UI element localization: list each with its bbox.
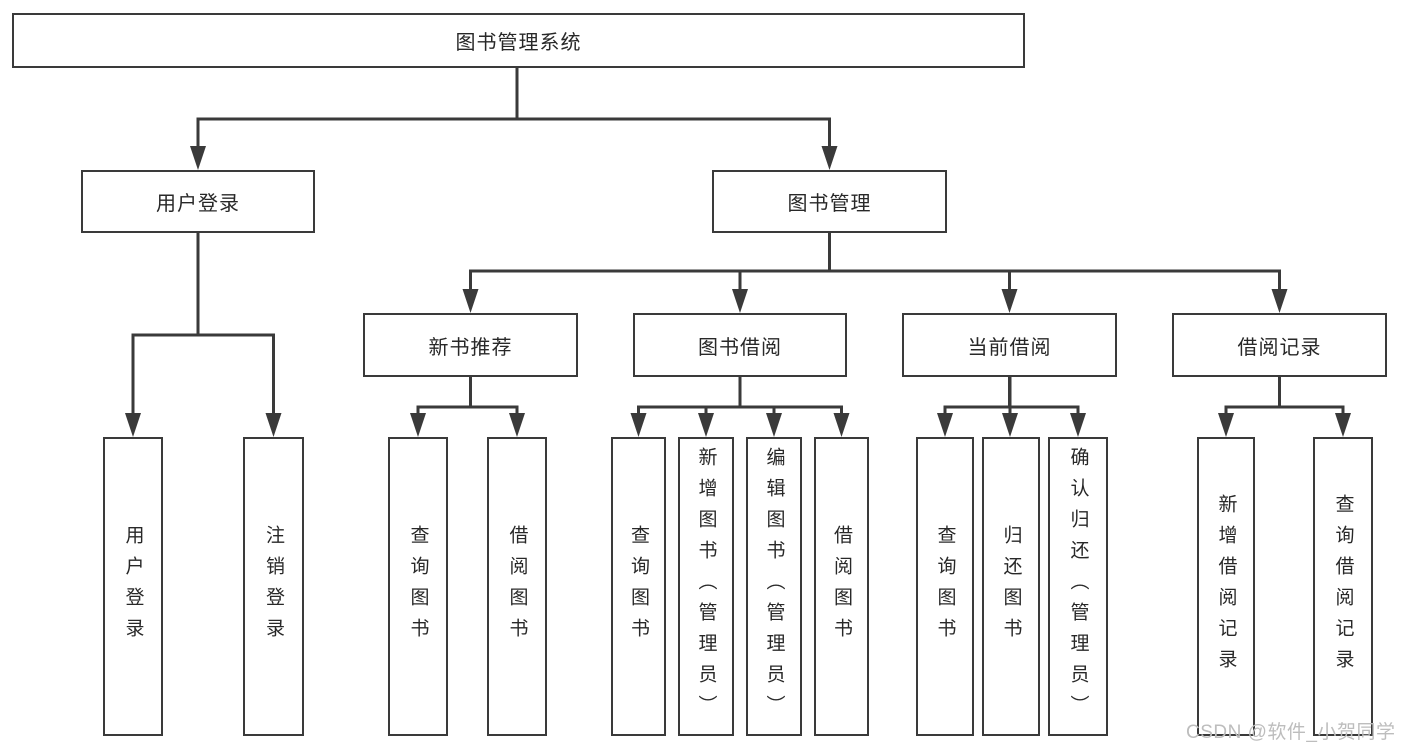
leaf-label: 查询图书 <box>407 524 429 649</box>
leaf-query-borrow-record: 查询借阅记录 <box>1313 437 1373 736</box>
leaf-label: 查询图书 <box>934 524 956 649</box>
node-label: 当前借阅 <box>967 336 1052 359</box>
leaf-add-book-admin: 新增图书（管理员） <box>678 437 734 736</box>
leaf-label: 确认归还（管理员） <box>1067 447 1089 726</box>
leaf-label: 新增借阅记录 <box>1215 493 1237 680</box>
leaf-label: 新增图书（管理员） <box>695 447 717 726</box>
leaf-borrow-books-recommend: 借阅图书 <box>487 437 547 736</box>
leaf-label: 借阅图书 <box>831 524 852 649</box>
node-book-borrow: 图书借阅 <box>633 313 847 377</box>
leaf-label: 编辑图书（管理员） <box>763 447 785 726</box>
node-label: 图书管理 <box>787 193 872 215</box>
leaf-label: 用户登录 <box>122 524 144 649</box>
node-book-management: 图书管理 <box>712 170 947 233</box>
leaf-query-books-recommend: 查询图书 <box>388 437 448 736</box>
leaf-user-login: 用户登录 <box>103 437 163 736</box>
leaf-add-borrow-record: 新增借阅记录 <box>1197 437 1255 736</box>
node-label: 新书推荐 <box>428 336 513 359</box>
node-label: 用户登录 <box>156 193 240 215</box>
watermark: CSDN @软件_小贺同学 <box>1186 722 1396 743</box>
leaf-query-books-current: 查询图书 <box>916 437 974 736</box>
leaf-query-books-borrow: 查询图书 <box>611 437 666 736</box>
node-borrow-records: 借阅记录 <box>1172 313 1387 377</box>
leaf-label: 归还图书 <box>1000 524 1022 649</box>
node-label: 图书借阅 <box>698 336 782 359</box>
leaf-edit-book-admin: 编辑图书（管理员） <box>746 437 802 736</box>
node-new-book-recommend: 新书推荐 <box>363 313 578 377</box>
node-label: 借阅记录 <box>1237 336 1322 359</box>
leaf-label: 借阅图书 <box>506 524 528 649</box>
node-root-system: 图书管理系统 <box>12 13 1025 68</box>
leaf-borrow-books: 借阅图书 <box>814 437 869 736</box>
leaf-label: 查询借阅记录 <box>1332 493 1354 680</box>
node-label: 图书管理系统 <box>455 32 582 54</box>
node-current-borrow: 当前借阅 <box>902 313 1117 377</box>
node-user-login: 用户登录 <box>81 170 315 233</box>
leaf-logout: 注销登录 <box>243 437 304 736</box>
leaf-confirm-return-admin: 确认归还（管理员） <box>1048 437 1108 736</box>
leaf-return-book: 归还图书 <box>982 437 1040 736</box>
leaf-label: 查询图书 <box>628 524 649 649</box>
leaf-label: 注销登录 <box>263 524 284 649</box>
